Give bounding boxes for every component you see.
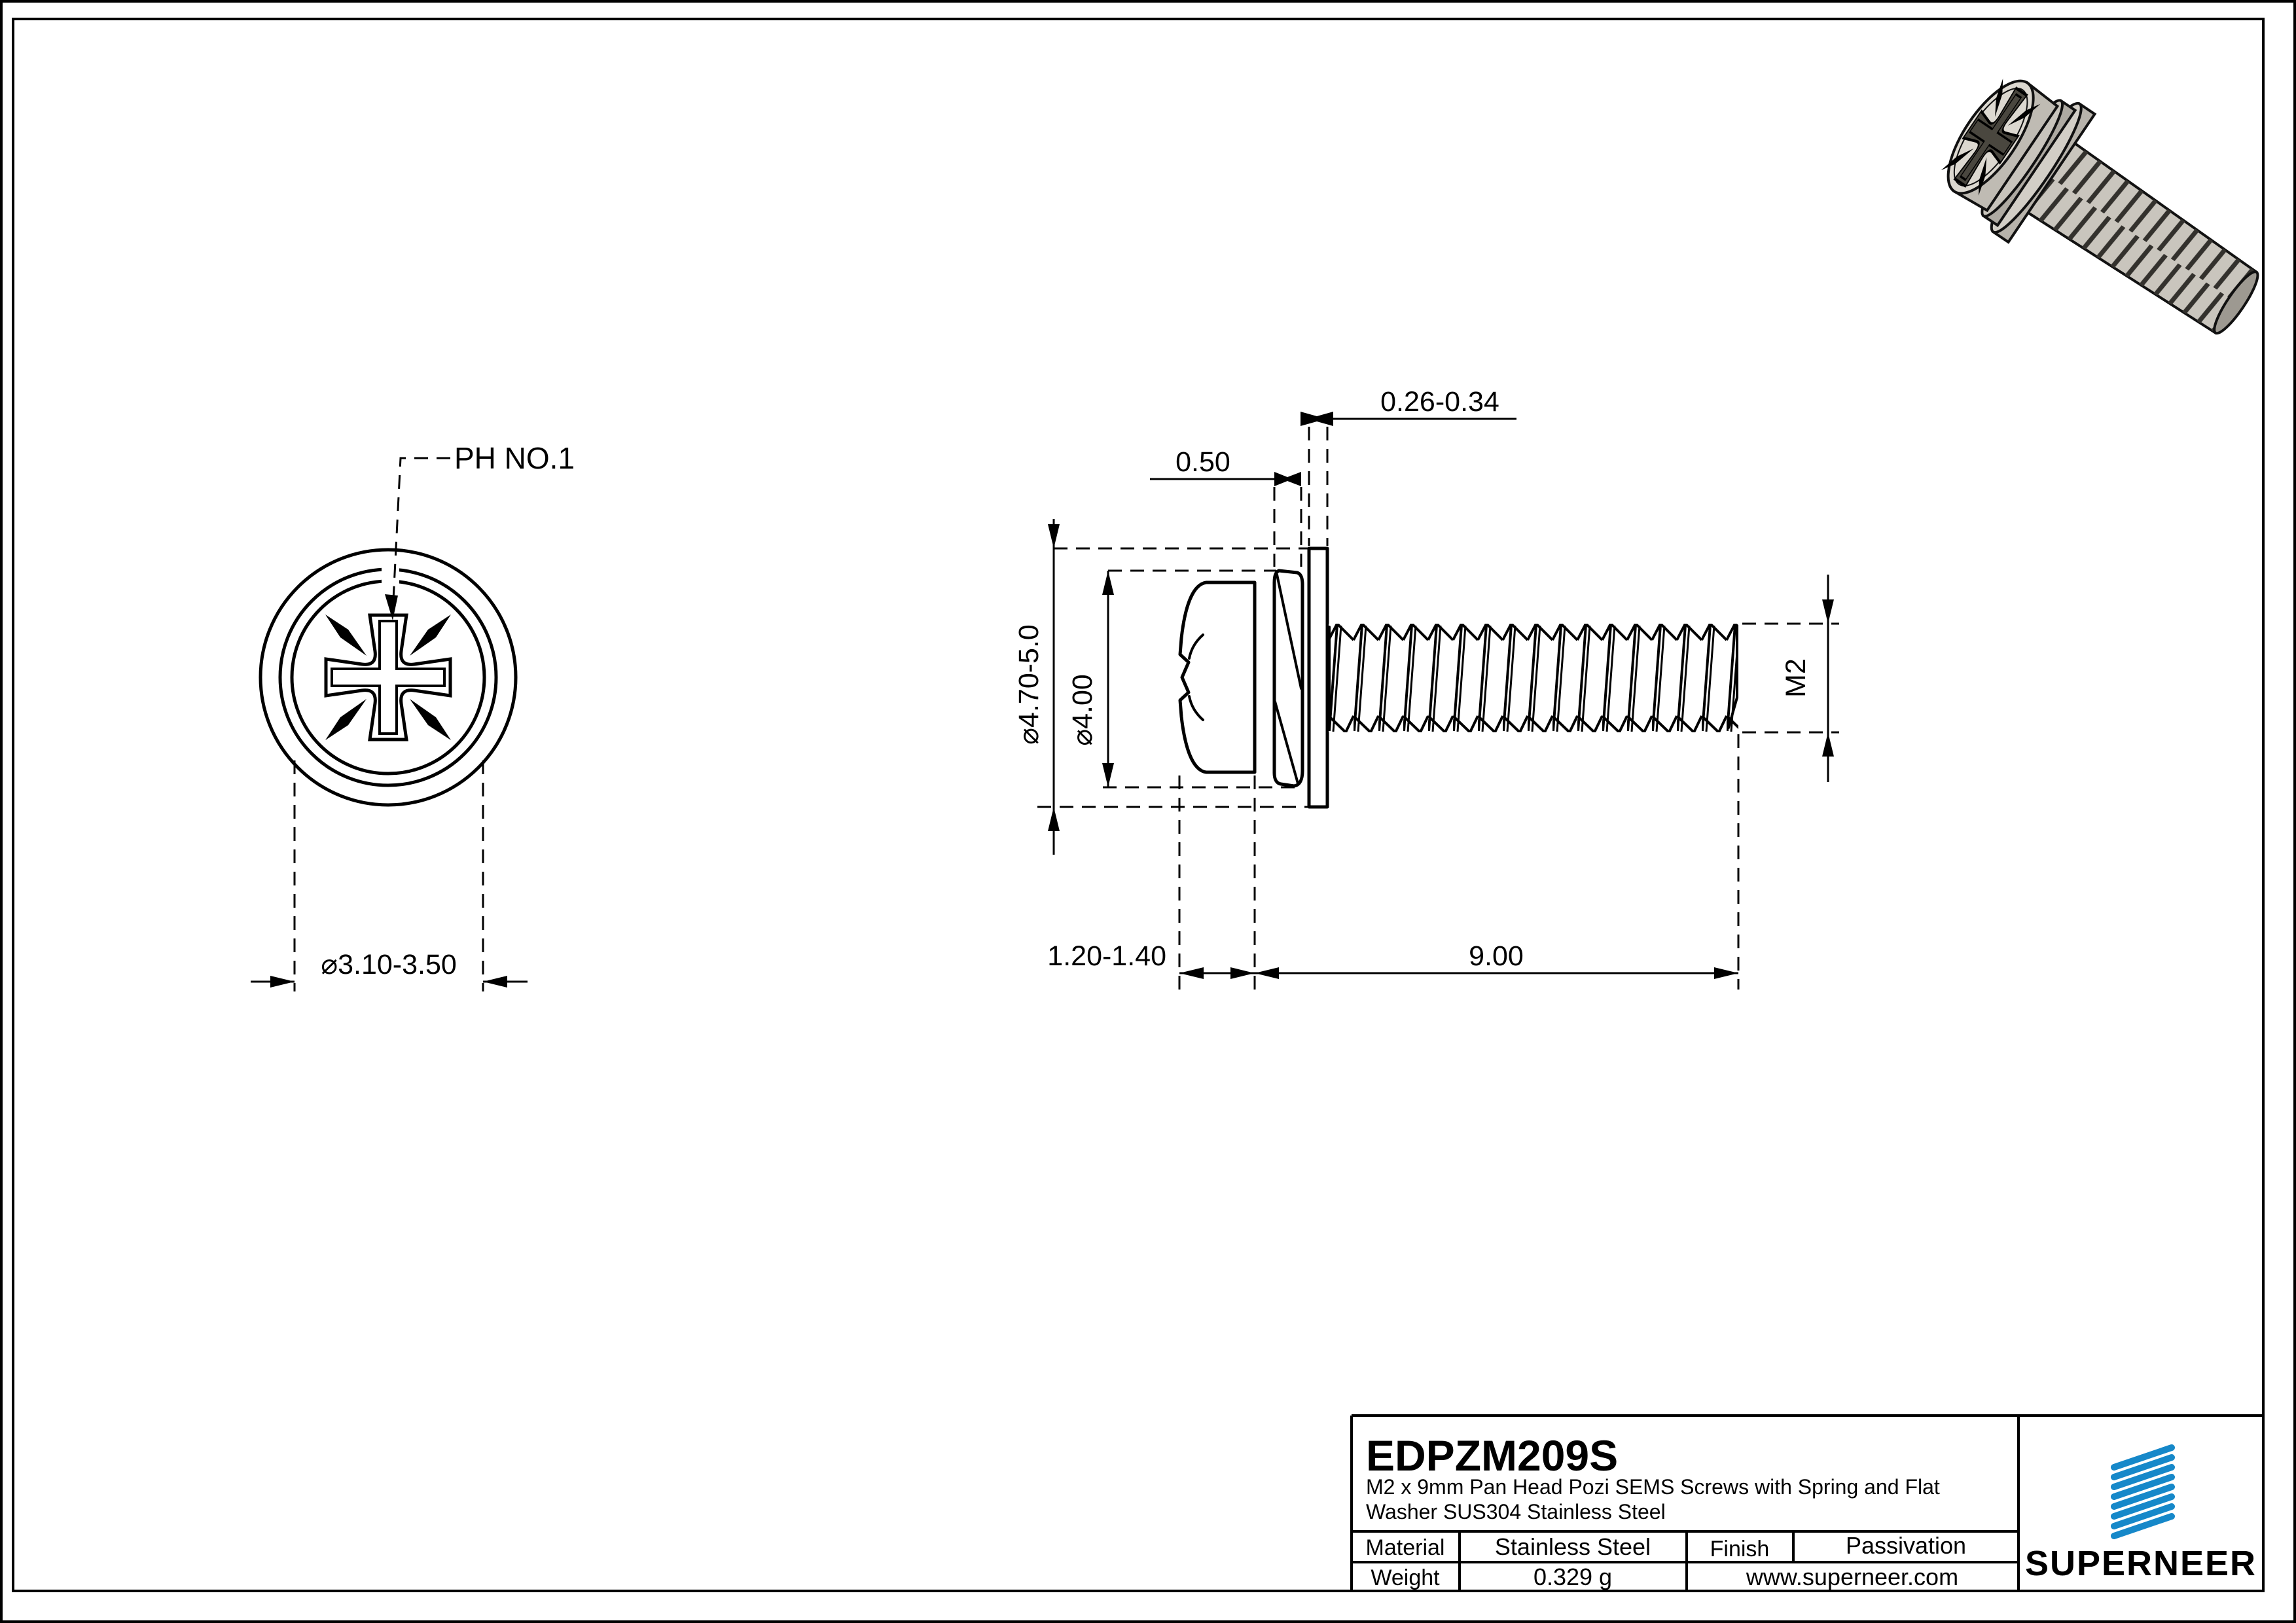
spring-washer-thickness-dim: 0.50 — [1175, 446, 1230, 478]
spring-washer-split — [1274, 700, 1299, 785]
drive-label: PH NO.1 — [454, 441, 575, 475]
thread-end-edge — [1727, 625, 1738, 729]
description-line2: Washer SUS304 Stainless Steel — [1366, 1500, 1666, 1524]
dim-arrow — [1102, 763, 1114, 787]
leader-gap — [382, 557, 399, 588]
thread-length-dim: 9.00 — [1469, 940, 1524, 972]
dim-arrow — [1822, 599, 1834, 624]
front-view: PH NO.1 ⌀3.10-3.50 — [251, 441, 575, 991]
dim-arrow — [1179, 967, 1204, 979]
finish-label: Finish — [1710, 1537, 1770, 1561]
recess-depth-line — [1188, 695, 1204, 721]
drawing-border — [12, 18, 2265, 1592]
dim-arrow — [270, 976, 295, 988]
render-3d — [1939, 77, 2259, 335]
dim-arrow — [1300, 412, 1333, 426]
dim-arrow — [483, 976, 507, 988]
shaft-end-3d — [2213, 270, 2259, 335]
description-line1: M2 x 9mm Pan Head Pozi SEMS Screws with … — [1366, 1475, 1940, 1499]
dim-arrow — [1822, 732, 1834, 757]
shaft-thread-3d — [2025, 141, 2257, 333]
pozi-recess-front — [325, 615, 451, 740]
website-link[interactable]: www.superneer.com — [1746, 1563, 1958, 1590]
flat-washer-thickness-dim: 0.26-0.34 — [1380, 386, 1499, 418]
weight-value: 0.329 g — [1534, 1563, 1612, 1590]
dim-arrow — [1255, 967, 1279, 979]
spring-washer — [1272, 569, 1304, 788]
head-diameter-dim: ⌀4.00 — [1067, 674, 1098, 746]
dim-arrow — [1714, 967, 1738, 979]
part-number: EDPZM209S — [1366, 1431, 1618, 1480]
spring-washer-split — [1276, 573, 1302, 690]
recess-diameter-dim: ⌀3.10-3.50 — [321, 949, 457, 980]
dim-arrow — [1048, 807, 1060, 831]
recess-depth-line — [1188, 633, 1204, 660]
brand-logo: SUPERNEER — [2025, 1444, 2257, 1583]
side-view: 0.26-0.34 0.50 ⌀4.70-5.0 ⌀4.00 M2 — [1013, 386, 1839, 990]
drive-leader-line — [391, 457, 450, 613]
head-height-dim: 1.20-1.40 — [1047, 940, 1166, 972]
thread — [1329, 624, 1738, 732]
pan-head-profile — [1178, 580, 1257, 774]
washer-od-dim: ⌀4.70-5.0 — [1013, 624, 1045, 745]
brand-name: SUPERNEER — [2025, 1544, 2257, 1583]
title-block: EDPZM209S M2 x 9mm Pan Head Pozi SEMS Sc… — [1350, 1414, 2263, 1591]
dim-arrow — [1230, 967, 1255, 979]
dim-arrow — [1274, 472, 1301, 486]
thread-spec-dim: M2 — [1780, 658, 1812, 698]
material-label: Material — [1366, 1535, 1445, 1560]
flat-washer — [1307, 546, 1329, 809]
title-block-grid — [1350, 1414, 2263, 1591]
logo-stripes-icon — [2111, 1444, 2175, 1539]
head-outer-circle — [259, 548, 518, 807]
dim-arrow — [1048, 524, 1060, 548]
finish-value: Passivation — [1846, 1532, 1966, 1559]
weight-label: Weight — [1371, 1565, 1440, 1590]
drive-leader-arrow — [385, 594, 398, 620]
material-value: Stainless Steel — [1495, 1533, 1651, 1560]
dim-arrow — [1102, 571, 1114, 595]
